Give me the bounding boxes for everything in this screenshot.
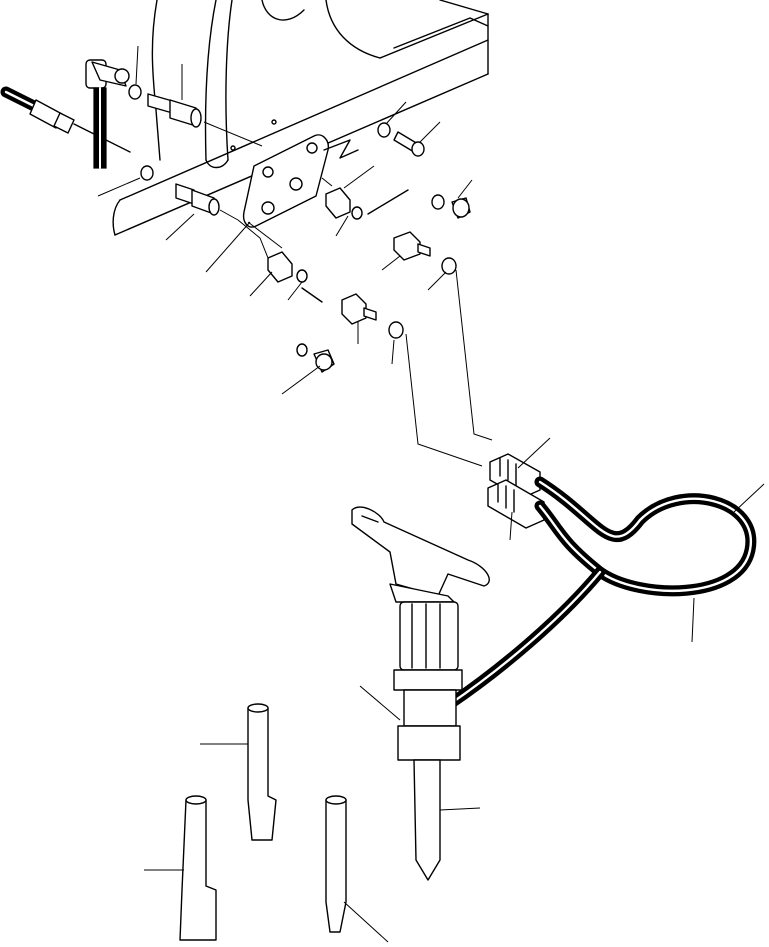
flange-plate	[242, 134, 359, 249]
tool-bits	[179, 703, 347, 941]
hydraulic-hoses	[444, 476, 757, 710]
upper-right-fittings	[325, 187, 471, 275]
quick-couplers	[487, 453, 545, 529]
breaker-hammer	[351, 506, 490, 881]
connection-lines	[237, 219, 493, 467]
leader-lines	[97, 45, 765, 943]
lower-left-fittings	[140, 165, 239, 221]
top-fittings	[128, 84, 263, 147]
left-hose	[0, 86, 131, 153]
elbow-fitting	[85, 59, 130, 169]
bolt-and-washer	[377, 122, 425, 157]
middle-fittings	[267, 251, 404, 373]
